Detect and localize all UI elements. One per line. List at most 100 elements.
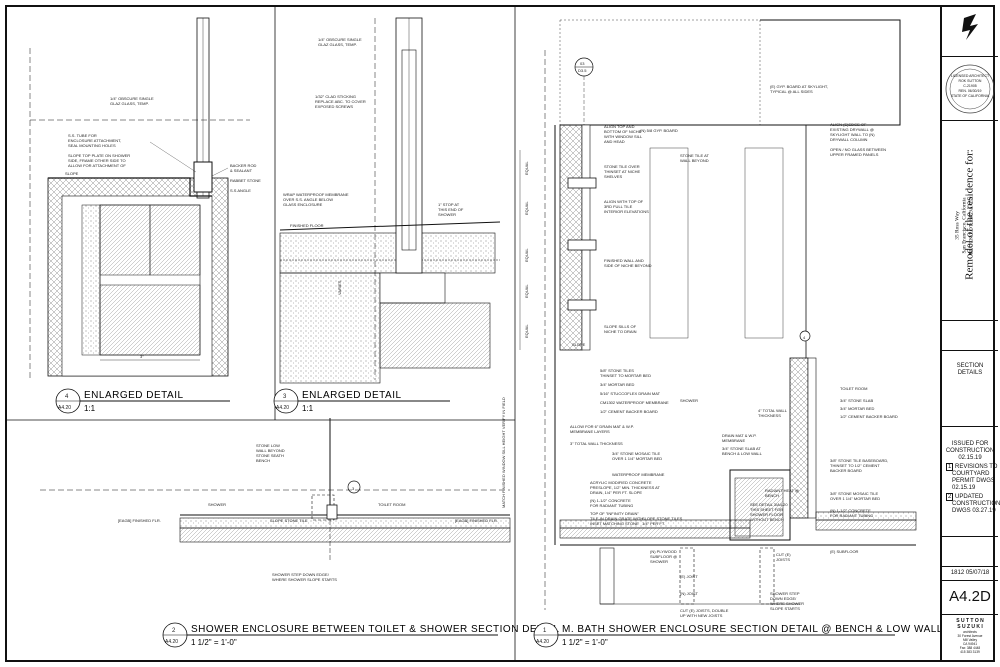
svg-text:5/16" STUCCOFLEX DRAIN MAT: 5/16" STUCCOFLEX DRAIN MAT	[600, 391, 661, 396]
svg-text:SUBFLOOR @: SUBFLOOR @	[650, 554, 677, 559]
title-2: 2 A4.20 SHOWER ENCLOSURE BETWEEN TOILET …	[162, 622, 559, 648]
svg-text:1/2" CEMENT BACKER BOARD: 1/2" CEMENT BACKER BOARD	[840, 414, 898, 419]
revision-1-line-1: COURTYARD	[952, 471, 990, 477]
svg-text:RADIANT HEAT @: RADIANT HEAT @	[765, 488, 799, 493]
svg-text:MATCH FINISHED WINDOW SILL HEI: MATCH FINISHED WINDOW SILL HEIGHT VERIFY…	[501, 397, 506, 508]
svg-text:3/4" MORTAR BED: 3/4" MORTAR BED	[600, 382, 635, 387]
svg-text:WHERE SHOWER: WHERE SHOWER	[770, 601, 804, 606]
svg-text:(N) 5/8 GYP. BOARD: (N) 5/8 GYP. BOARD	[640, 128, 678, 133]
svg-text:1/4" OBSCURE SINGLE: 1/4" OBSCURE SINGLE	[318, 37, 362, 42]
revision-2-line-1: CONSTRUCTION	[952, 501, 1000, 507]
svg-text:4" TOTAL WALL: 4" TOTAL WALL	[758, 408, 788, 413]
svg-text:1/32" CLAD STICKING: 1/32" CLAD STICKING	[315, 94, 356, 99]
svg-text:1/4" OBSCURE SINGLE: 1/4" OBSCURE SINGLE	[110, 96, 154, 101]
svg-text:TILE-IN DRAIN GRATE WITH: TILE-IN DRAIN GRATE WITH	[590, 516, 643, 521]
firm-sub-2: Mill Valley	[962, 638, 978, 642]
svg-text:SLOPE TOP PLATE ON SHOWER: SLOPE TOP PLATE ON SHOWER	[68, 153, 130, 158]
d4-title: ENLARGED DETAIL	[84, 390, 184, 401]
firm-sub-0: architects	[963, 630, 977, 634]
svg-text:[EAGB] FINISHED FLR.: [EAGB] FINISHED FLR.	[118, 518, 161, 523]
svg-text:SLOPE: SLOPE	[572, 342, 586, 347]
sheet-title-line-1: DETAILS	[957, 370, 983, 376]
svg-text:FINISHED FLOOR: FINISHED FLOOR	[290, 223, 324, 228]
svg-text:WITHOUT BENCH: WITHOUT BENCH	[750, 517, 784, 522]
svg-text:3/4" STONE SLAB: 3/4" STONE SLAB	[840, 398, 873, 403]
d4-dim-3in: 3"	[140, 354, 144, 359]
svg-text:SHOWER: SHOWER	[208, 502, 226, 507]
svg-text:ACRYLIC MODIFIED CONCRETE: ACRYLIC MODIFIED CONCRETE	[590, 480, 652, 485]
svg-text:WRAP WATERPROOF MEMBRANE: WRAP WATERPROOF MEMBRANE	[283, 192, 349, 197]
svg-text:MEMBRANE LAYERS: MEMBRANE LAYERS	[570, 429, 610, 434]
d1-sheet: A4.20	[536, 639, 549, 645]
firm-sub: architects 30 Forest Avenue Mill Valley …	[942, 630, 998, 654]
grid-tag-top: 03	[580, 61, 585, 66]
d1-scale: 1 1/2" = 1'-0"	[562, 638, 608, 647]
svg-text:SHOWER FLOOR: SHOWER FLOOR	[750, 512, 783, 517]
d3-number: 3	[283, 394, 287, 400]
svg-text:SLOPE STONE TILE: SLOPE STONE TILE	[270, 518, 308, 523]
svg-text:SKYLIGHT WALL TO (N): SKYLIGHT WALL TO (N)	[830, 132, 875, 137]
sheet-title-cell: SECTION DETAILS	[942, 350, 998, 426]
stamp-line-3: REN. 06/30/19	[958, 89, 982, 93]
revision-1-num: 1	[946, 463, 954, 471]
svg-text:SLOPE: SLOPE	[65, 171, 79, 176]
svg-text:THIS END OF: THIS END OF	[438, 207, 464, 212]
svg-text:BENCH: BENCH	[765, 493, 779, 498]
svg-text:GLAZ GLASS, TEMP.: GLAZ GLASS, TEMP.	[110, 101, 149, 106]
svg-text:STONE SEATH: STONE SEATH	[256, 453, 284, 458]
project-line-0: 35 Ross Way	[954, 211, 961, 240]
svg-text:SIDE OF NICHE BEYOND: SIDE OF NICHE BEYOND	[604, 263, 652, 268]
issue-line-0: ISSUED FOR	[951, 441, 989, 447]
revision-2-line-0: UPDATED	[955, 494, 984, 500]
svg-text:PRESLOPE, 1/2" MIN. THICKNESS: PRESLOPE, 1/2" MIN. THICKNESS AT	[590, 485, 661, 490]
firm-cell: S U T T O N S U Z U K I architects 30 Fo…	[942, 614, 998, 661]
svg-text:EQUAL: EQUAL	[524, 161, 529, 175]
svg-text:DOWN EDGE/: DOWN EDGE/	[770, 596, 797, 601]
svg-text:BOTTOM OF NICHE: BOTTOM OF NICHE	[604, 129, 642, 134]
svg-text:ALIGN WITH TOP OF: ALIGN WITH TOP OF	[604, 199, 644, 204]
svg-text:AND HEAD: AND HEAD	[604, 139, 625, 144]
svg-text:SHOWER: SHOWER	[650, 559, 668, 564]
svg-text:EXPOSED SCREWS: EXPOSED SCREWS	[315, 104, 353, 109]
svg-text:VARIES: VARIES	[337, 280, 342, 295]
svg-text:& SEALANT: & SEALANT	[230, 168, 253, 173]
svg-text:SEE DETAIL 3/A4.20: SEE DETAIL 3/A4.20	[750, 502, 788, 507]
firm-sub-1: 30 Forest Avenue	[957, 634, 983, 638]
revision-1: 1 REVISIONS TO COURTYARD PERMIT DWGS 02.…	[942, 463, 998, 492]
svg-text:GLASS ENCLOSURE: GLASS ENCLOSURE	[283, 202, 323, 207]
svg-text:1/4" PER FT.: 1/4" PER FT.	[642, 521, 665, 526]
svg-text:[EAGB] FINISHED FLR.: [EAGB] FINISHED FLR.	[455, 518, 498, 523]
svg-text:ALIGN TOP AND: ALIGN TOP AND	[604, 124, 635, 129]
svg-text:EQUAL: EQUAL	[524, 324, 529, 338]
svg-text:3RD FULL TILE: 3RD FULL TILE	[604, 204, 633, 209]
revision-2-line-2: DWGS 03.27.19	[952, 508, 996, 514]
title-3: 3 A4.20 ENLARGED DETAIL 1:1	[273, 388, 450, 414]
project-line-1: San Francisco, California	[961, 197, 968, 254]
spacer-cell-2	[942, 536, 998, 566]
grid-tag-sub: D3.5	[578, 68, 587, 73]
svg-text:CUT (E) JOISTS, DOUBLE: CUT (E) JOISTS, DOUBLE	[680, 608, 729, 613]
revision-2-num: 2	[946, 493, 954, 501]
svg-text:FOR RADIANT TUBING: FOR RADIANT TUBING	[590, 503, 633, 508]
firm-logo-cell	[942, 6, 998, 56]
svg-text:NICHE TO DRAIN: NICHE TO DRAIN	[604, 329, 637, 334]
svg-text:3/4" MORTAR BED: 3/4" MORTAR BED	[840, 406, 875, 411]
revision-1-line-0: REVISIONS TO	[955, 464, 998, 470]
svg-text:EXISTING DRYWALL @: EXISTING DRYWALL @	[830, 127, 874, 132]
svg-text:EQUAL: EQUAL	[524, 284, 529, 298]
svg-text:GLAZ GLASS, TEMP.: GLAZ GLASS, TEMP.	[318, 42, 357, 47]
svg-text:DRYWALL COLUMN: DRYWALL COLUMN	[830, 137, 868, 142]
sheet-number: A4.2D	[942, 580, 998, 614]
svg-text:EQUAL: EQUAL	[524, 248, 529, 262]
svg-text:ENCLOSURE ATTACHMENT,: ENCLOSURE ATTACHMENT,	[68, 138, 121, 143]
svg-text:EQUAL: EQUAL	[524, 201, 529, 215]
revision-1-line-2: PERMIT DWGS	[952, 478, 995, 484]
firm-sub-3: CA 94941	[962, 642, 977, 646]
firm-name-0: S U T T O N	[956, 618, 984, 624]
svg-text:(N) 1-1/2" CONCRETE: (N) 1-1/2" CONCRETE	[830, 508, 871, 513]
svg-text:THIS SHEET FOR: THIS SHEET FOR	[750, 507, 783, 512]
svg-text:WALL BEYOND: WALL BEYOND	[256, 448, 285, 453]
svg-text:4: 4	[803, 335, 806, 340]
project-cell: Remodel of the residence for: 35 Ross Wa…	[942, 120, 998, 320]
